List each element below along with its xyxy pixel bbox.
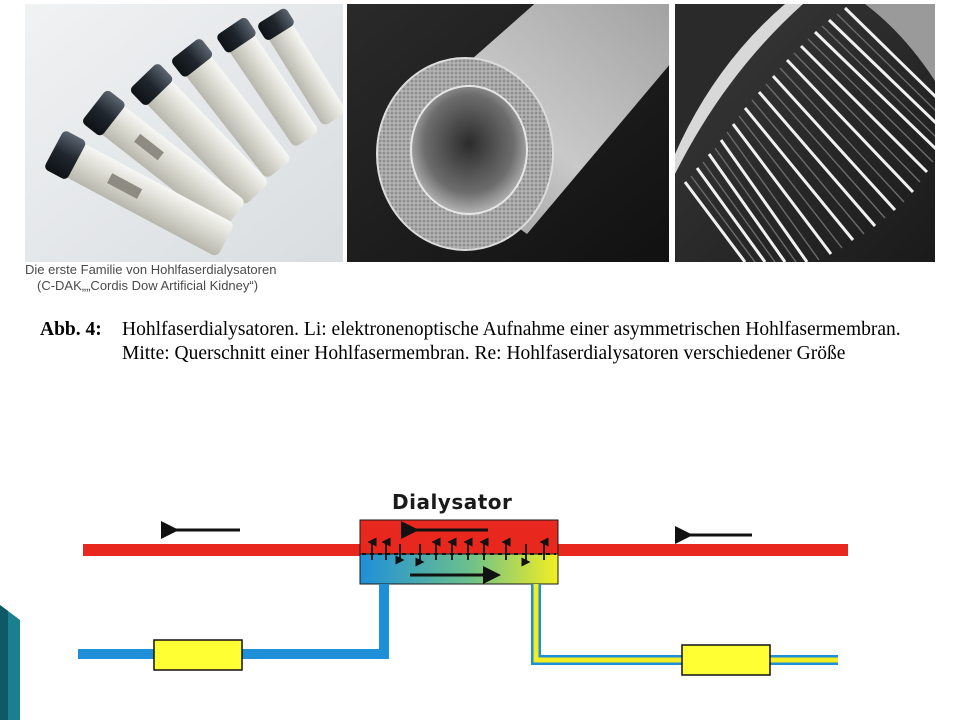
figure-caption-text: Hohlfaserdialysatoren. Li: elektronenopt… (122, 319, 901, 364)
photo-dialyzer-family (25, 4, 343, 262)
cross-section-image (675, 4, 935, 262)
edge-decoration (0, 605, 20, 720)
exchange-arrows (367, 537, 549, 567)
hollow-fiber-image (347, 4, 669, 262)
fresh-dialysate-pump (153, 639, 243, 671)
figure-label: Abb. 4: (40, 319, 102, 340)
figure-caption: Abb. 4: Hohlfaserdialysatoren. Li: elekt… (40, 318, 920, 366)
photo-caption-line-2: (C-DAK„„Cordis Dow Artificial Kidney“) (37, 278, 259, 293)
photo-hollow-fiber-sem (347, 4, 669, 262)
dialysis-flow-diagram (0, 480, 960, 720)
diagram-title: Dialysator (392, 490, 513, 514)
dialyzer-family-image (25, 4, 343, 262)
dialyzer-blood-compartment (359, 519, 559, 555)
photo-membrane-cross-section (675, 4, 935, 262)
dialyzer-dialysate-compartment (359, 553, 559, 585)
used-dialysate-pump (681, 644, 771, 676)
dialysis-flow-svg (78, 519, 848, 676)
photo-caption: Die erste Familie von Hohlfaserdialysato… (25, 262, 355, 294)
photo-caption-line-1: Die erste Familie von Hohlfaserdialysato… (25, 262, 277, 277)
